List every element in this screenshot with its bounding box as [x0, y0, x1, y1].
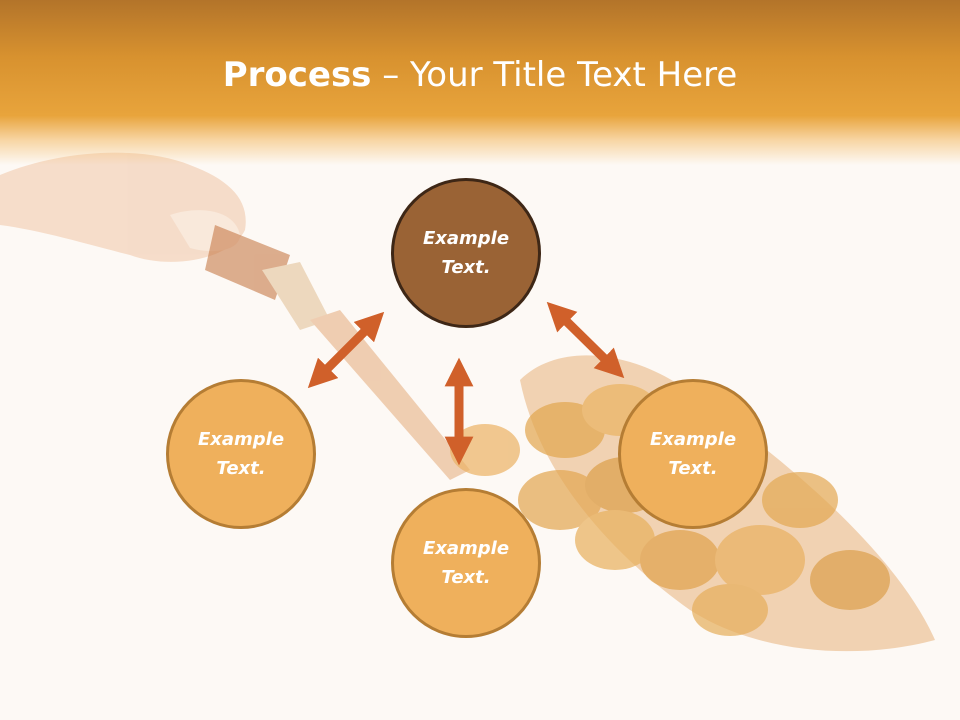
node-top[interactable]: Example Text.: [391, 178, 541, 328]
arrow-top-left[interactable]: [307, 311, 385, 389]
node-left-label: Example Text.: [197, 429, 285, 479]
slide-title[interactable]: Process – Your Title Text Here: [0, 52, 960, 98]
node-right-label: Example Text.: [649, 429, 737, 479]
node-top-label: Example Text.: [422, 228, 510, 278]
title-bar: [0, 0, 960, 165]
node-bottom[interactable]: Example Text.: [391, 488, 541, 638]
node-left[interactable]: Example Text.: [166, 379, 316, 529]
title-bold: Process: [222, 55, 372, 95]
node-bottom-label: Example Text.: [422, 538, 510, 588]
title-rest: – Your Title Text Here: [371, 55, 738, 95]
arrow-top-right[interactable]: [546, 301, 625, 379]
node-right[interactable]: Example Text.: [618, 379, 768, 529]
